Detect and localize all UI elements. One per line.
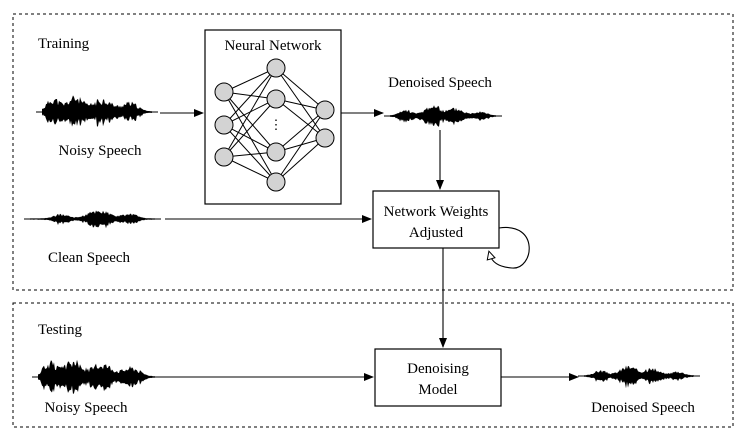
waveform-icon xyxy=(24,210,161,229)
network-edge xyxy=(275,137,326,183)
waveform-shape xyxy=(42,95,152,127)
weights-line2: Adjusted xyxy=(409,225,464,241)
network-edge xyxy=(223,124,277,153)
clean-speech-label: Clean Speech xyxy=(48,250,131,266)
network-edge xyxy=(275,109,326,153)
network-edge xyxy=(223,124,277,183)
feedback-loop-icon xyxy=(490,227,530,269)
neuron-layer-1 xyxy=(214,82,234,102)
network-edge xyxy=(223,91,277,183)
neuron-layer-2 xyxy=(266,172,286,192)
waveform-icon xyxy=(32,359,161,394)
neuron-layer-2 xyxy=(266,58,286,78)
training-label: Training xyxy=(38,36,90,52)
network-edge xyxy=(223,67,277,126)
waveform-shape xyxy=(584,365,694,389)
network-edge xyxy=(223,91,277,153)
neuron-layer-3 xyxy=(315,100,335,120)
neuron-layer-1 xyxy=(214,115,234,135)
neuron-layer-2 xyxy=(266,142,286,162)
neuron-layer-3 xyxy=(315,128,335,148)
denoised-speech-train-label: Denoised Speech xyxy=(388,75,492,91)
network-edge xyxy=(275,67,326,111)
model-line1: Denoising xyxy=(407,361,469,377)
network-edge xyxy=(223,98,277,158)
neuron-layer-2 xyxy=(266,89,286,109)
waveform-icon xyxy=(36,95,158,127)
network-edge xyxy=(275,67,326,139)
training-region xyxy=(12,13,734,291)
hidden-ellipsis: ⋮ xyxy=(270,117,283,132)
waveform-icon xyxy=(578,365,700,389)
noisy-speech-test-label: Noisy Speech xyxy=(45,400,128,416)
testing-region xyxy=(12,302,734,428)
waveform-icon xyxy=(384,105,502,127)
denoising-model-box xyxy=(374,348,502,407)
weights-adjusted-box xyxy=(372,190,500,249)
model-line2: Model xyxy=(418,382,457,398)
neuron-layer-1 xyxy=(214,147,234,167)
network-edge xyxy=(275,98,326,139)
neural-network-title: Neural Network xyxy=(224,38,322,54)
network-edge xyxy=(275,109,326,183)
testing-label: Testing xyxy=(38,322,82,338)
network-edge xyxy=(223,67,277,158)
noisy-speech-train-label: Noisy Speech xyxy=(59,143,142,159)
network-edge xyxy=(223,156,277,183)
neuron-group xyxy=(214,58,335,192)
weights-line1: Network Weights xyxy=(384,204,489,220)
denoised-speech-test-label: Denoised Speech xyxy=(591,400,695,416)
network-edge xyxy=(223,67,277,93)
